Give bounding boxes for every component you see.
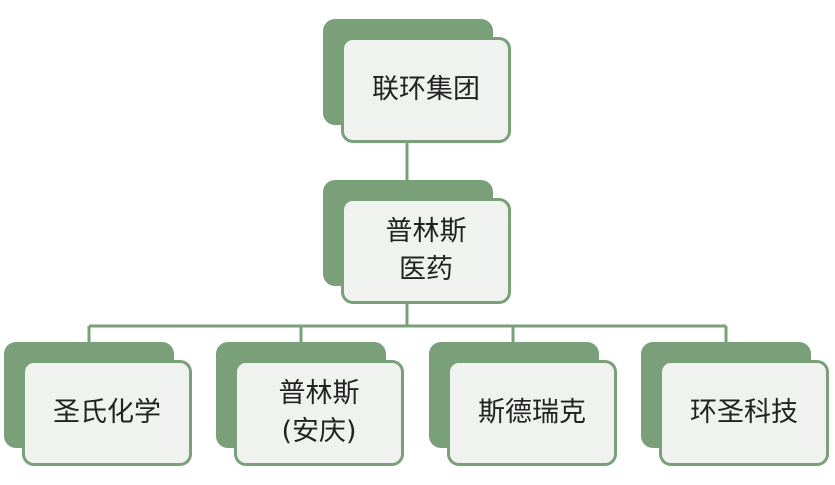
- node-child-4-label: 环圣科技: [690, 397, 798, 428]
- node-child-2: 普林斯 (安庆): [216, 342, 404, 466]
- node-child-2-box: 普林斯 (安庆): [234, 360, 404, 466]
- node-child-1-box: 圣氏化学: [22, 360, 192, 466]
- node-root-box: 联环集团: [341, 37, 511, 143]
- node-root: 联环集团: [323, 19, 511, 143]
- node-child-1: 圣氏化学: [4, 342, 192, 466]
- node-middle-label: 普林斯 医药: [385, 216, 467, 285]
- node-child-4-box: 环圣科技: [659, 360, 829, 466]
- node-root-label: 联环集团: [372, 74, 480, 105]
- node-middle-box: 普林斯 医药: [341, 198, 511, 304]
- node-child-4: 环圣科技: [641, 342, 829, 466]
- node-child-3: 斯德瑞克: [429, 342, 617, 466]
- node-middle: 普林斯 医药: [323, 180, 511, 304]
- node-child-1-label: 圣氏化学: [53, 397, 161, 428]
- node-child-3-box: 斯德瑞克: [447, 360, 617, 466]
- node-child-3-label: 斯德瑞克: [478, 397, 586, 428]
- node-child-2-label: 普林斯 (安庆): [278, 378, 360, 447]
